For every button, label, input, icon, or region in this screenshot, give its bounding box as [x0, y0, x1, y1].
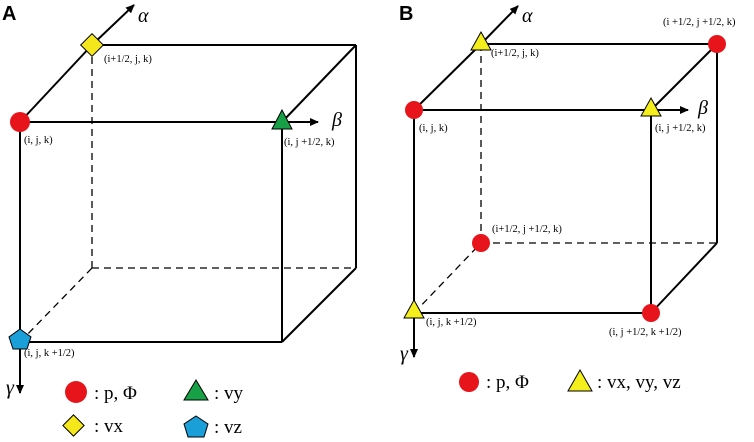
legend-vz-pentagon-icon: [183, 415, 209, 438]
legend-vz-text: : vz: [214, 417, 242, 438]
legend-vy-text: : vy: [214, 383, 244, 404]
panel-b-edge: [650, 242, 718, 314]
legend-velocity-triangle-icon: [567, 368, 593, 392]
panel-a-cube: [19, 44, 357, 343]
panel-b-gamma-label: γ: [400, 343, 409, 365]
panel-b-label-j-half: (i, j +1/2, k): [655, 123, 706, 134]
panel-b-label-ij-half-mid: (i+1/2, j +1/2, k): [492, 224, 562, 235]
panel-a-label-j-half: (i, j +1/2, k): [284, 137, 335, 148]
panel-b-pressure-marker: [642, 304, 660, 322]
panel-b-label-ij-half: (i +1/2, j +1/2, k): [663, 17, 736, 28]
panel-b-label-ijk: (i, j, k): [419, 123, 448, 134]
panel-a-letter: A: [2, 3, 16, 25]
panel-a-edge: [19, 44, 93, 123]
panel-b-edge: [650, 43, 718, 111]
panel-a-vz-pentagon-marker: [8, 328, 32, 350]
panel-b-cube: [413, 43, 718, 314]
panel-a-label-i-half: (i+1/2, j, k): [104, 54, 152, 65]
panel-a-edge: [281, 267, 357, 343]
panel-b-alpha-label: α: [522, 5, 533, 27]
panel-b-velocity-triangle-marker: [403, 298, 425, 319]
panel-b-pressure-marker: [405, 101, 423, 119]
panel-b-beta-label: β: [697, 97, 708, 119]
panel-b-pressure-marker: [708, 35, 726, 53]
legend-pressure-text: : p, Φ: [94, 383, 137, 404]
panel-a-alpha-label: α: [138, 5, 149, 27]
panel-a-alpha-axis: [91, 4, 135, 46]
panel-b-velocity-triangle-marker: [640, 96, 662, 117]
panel-b-letter: B: [399, 3, 413, 25]
panel-b-label-k-half: (i, j, k +1/2): [426, 317, 477, 328]
legend-pressure-text: : p, Φ: [486, 372, 529, 393]
panel-a: A α β γ (i, j, k) (i+1/2, j, k): [2, 3, 357, 438]
legend-vx-diamond-icon: [62, 414, 85, 437]
panel-b-label-jk-half: (i, j +1/2, k +1/2): [609, 327, 682, 338]
panel-a-edge: [281, 44, 357, 123]
panel-a-legend: : p, Φ : vx : vy : vz: [62, 379, 244, 438]
legend-velocity-text: : vx, vy, vz: [597, 372, 681, 393]
panel-a-pressure-marker: [10, 112, 30, 132]
panel-b-legend: : p, Φ : vx, vy, vz: [459, 368, 681, 393]
legend-vy-triangle-icon: [183, 379, 209, 401]
legend-pressure-icon: [65, 381, 87, 403]
legend-pressure-icon: [459, 372, 479, 392]
panel-a-beta-label: β: [331, 109, 342, 131]
panel-b-edge: [413, 43, 482, 111]
panel-a-vx-diamond-marker: [79, 32, 105, 58]
panel-b: B α β γ (i, j, k) (i+1/2, j,: [399, 3, 736, 393]
panel-a-hidden-edge: [19, 267, 93, 343]
panel-b-pressure-marker: [472, 234, 490, 252]
panel-a-vy-triangle-marker: [271, 108, 293, 130]
panel-a-gamma-label: γ: [6, 377, 15, 399]
panel-b-hidden-edge: [413, 242, 482, 314]
panel-b-alpha-axis: [480, 5, 519, 45]
panel-b-label-i-half: (i+1/2, j, k): [491, 48, 539, 59]
legend-vx-text: : vx: [94, 416, 124, 437]
panel-a-label-k-half: (i, j, k +1/2): [24, 348, 75, 359]
panel-a-label-ijk: (i, j, k): [24, 135, 53, 146]
panel-b-velocity-triangle-marker: [470, 30, 492, 51]
